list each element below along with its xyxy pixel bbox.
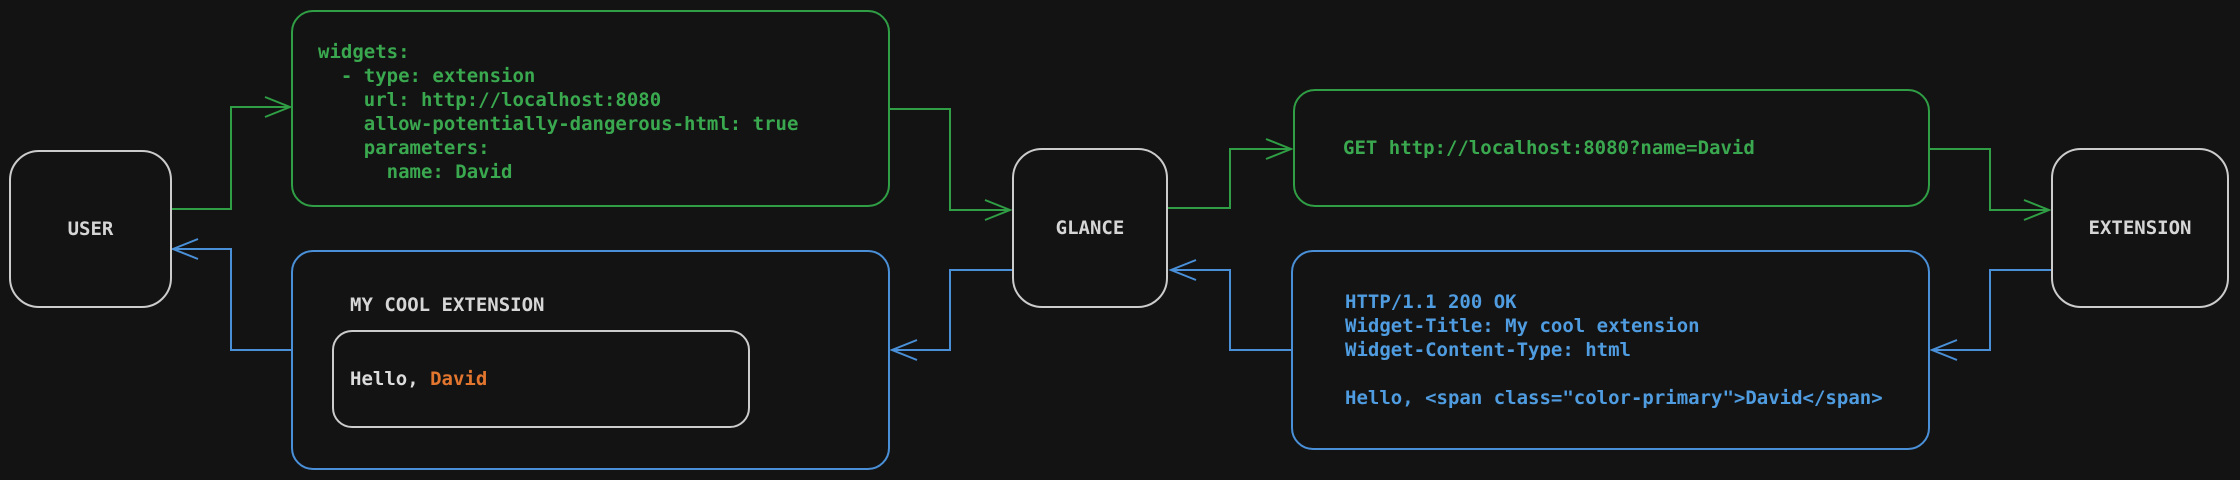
greeting-text: Hello, David	[334, 368, 487, 390]
widget-title: MY COOL EXTENSION	[350, 294, 545, 316]
edge-line	[171, 106, 290, 210]
arrowhead	[1168, 259, 1197, 281]
http-request-box: GET http://localhost:8080?name=David	[1293, 89, 1930, 207]
edge-extension-to-response	[1929, 269, 2051, 361]
edge-glance-to-widget	[889, 269, 1012, 361]
http-response-box: HTTP/1.1 200 OK Widget-Title: My cool ex…	[1291, 250, 1930, 450]
arrowhead	[170, 238, 199, 260]
edge-glance-to-request	[1168, 138, 1294, 209]
greeting-prefix: Hello,	[350, 368, 431, 390]
edge-request-to-extension	[1930, 148, 2052, 221]
node-extension-label: EXTENSION	[2088, 217, 2192, 239]
edge-line	[1930, 148, 2049, 211]
edge-line	[892, 269, 1012, 351]
node-user: USER	[9, 150, 172, 308]
edge-line	[1168, 148, 1291, 209]
widget-preview-box: MY COOL EXTENSION Hello, David	[291, 250, 890, 470]
greeting-box: Hello, David	[332, 330, 750, 428]
edge-user-to-config	[171, 96, 293, 210]
arrowhead	[889, 339, 918, 361]
http-response-text: HTTP/1.1 200 OK Widget-Title: My cool ex…	[1345, 291, 1883, 409]
arrowhead	[984, 199, 1013, 221]
arrowhead	[1929, 339, 1958, 361]
arrowhead	[264, 96, 293, 118]
edge-widget-to-user	[170, 238, 291, 351]
arrowhead	[2023, 199, 2052, 221]
config-yaml-box: widgets: - type: extension url: http://l…	[291, 10, 890, 207]
edge-line	[1932, 269, 2051, 351]
edge-line	[890, 108, 1010, 211]
node-extension: EXTENSION	[2051, 148, 2229, 308]
node-user-label: USER	[67, 218, 114, 240]
node-glance-label: GLANCE	[1055, 217, 1125, 239]
arrowhead	[1265, 138, 1294, 160]
edge-line	[173, 248, 291, 351]
config-yaml-code: widgets: - type: extension url: http://l…	[318, 41, 799, 183]
greeting-name: David	[430, 368, 488, 390]
edge-line	[1171, 269, 1291, 351]
edge-config-to-glance	[890, 108, 1013, 221]
edge-response-to-glance	[1168, 259, 1291, 351]
http-request-text: GET http://localhost:8080?name=David	[1343, 137, 1755, 159]
node-glance: GLANCE	[1012, 148, 1168, 308]
